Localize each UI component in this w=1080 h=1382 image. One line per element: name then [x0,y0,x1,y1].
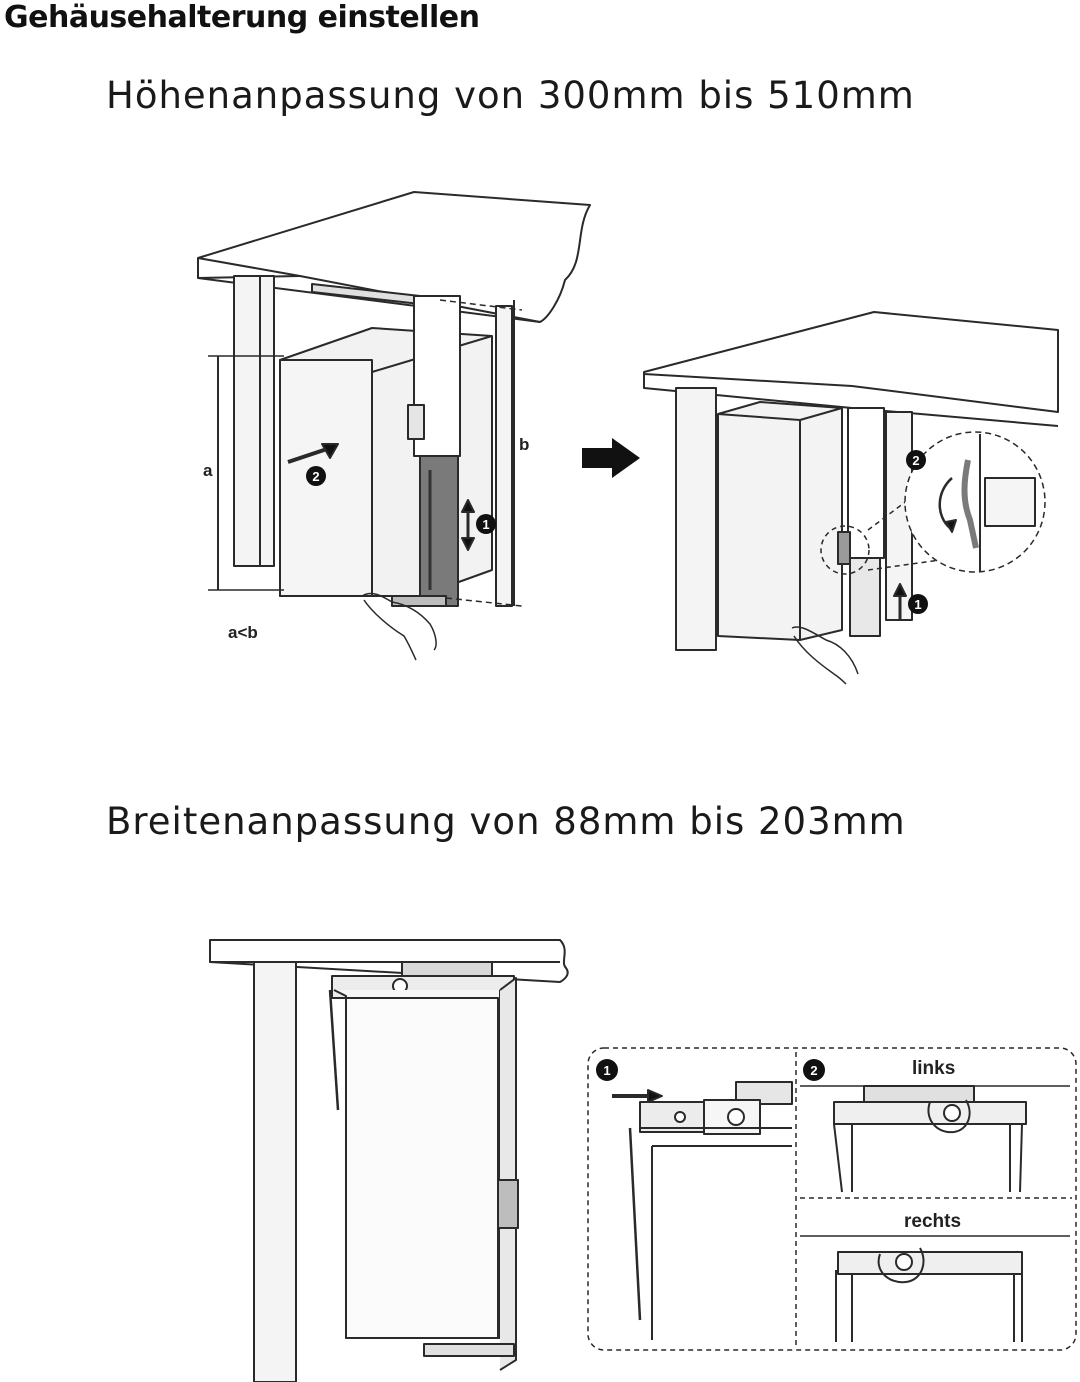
svg-text:1: 1 [603,1063,610,1078]
svg-text:1: 1 [914,597,921,612]
svg-text:2: 2 [312,469,319,484]
dimension-label-b: b [519,435,529,454]
svg-text:2: 2 [810,1063,817,1078]
dimension-condition-label: a<b [228,623,258,642]
svg-text:2: 2 [912,453,919,468]
height-diagram-before [197,191,591,661]
step-badge-1-height-after: 1 [908,594,928,614]
step-badge-1-height-before: 1 [476,514,496,534]
label-links: links [912,1058,955,1079]
dimension-label-a: a [203,461,213,480]
svg-text:1: 1 [482,517,489,532]
width-adjustment-heading: Breitenanpassung von 88mm bis 203mm [106,800,906,843]
label-rechts: rechts [904,1211,961,1232]
next-step-arrow-icon [582,438,640,478]
step-badge-2-height-before: 2 [306,466,326,486]
step-badge-2-width: 2 [803,1059,825,1081]
width-detail-panel [587,1047,1077,1351]
step-badge-2-height-after: 2 [906,450,926,470]
height-adjustment-heading: Höhenanpassung von 300mm bis 510mm [106,74,915,117]
page-title: Gehäusehalterung einstellen [4,0,480,35]
height-diagram-after [643,311,1059,685]
step-badge-1-width: 1 [596,1059,618,1081]
width-diagram-main [209,939,569,1382]
